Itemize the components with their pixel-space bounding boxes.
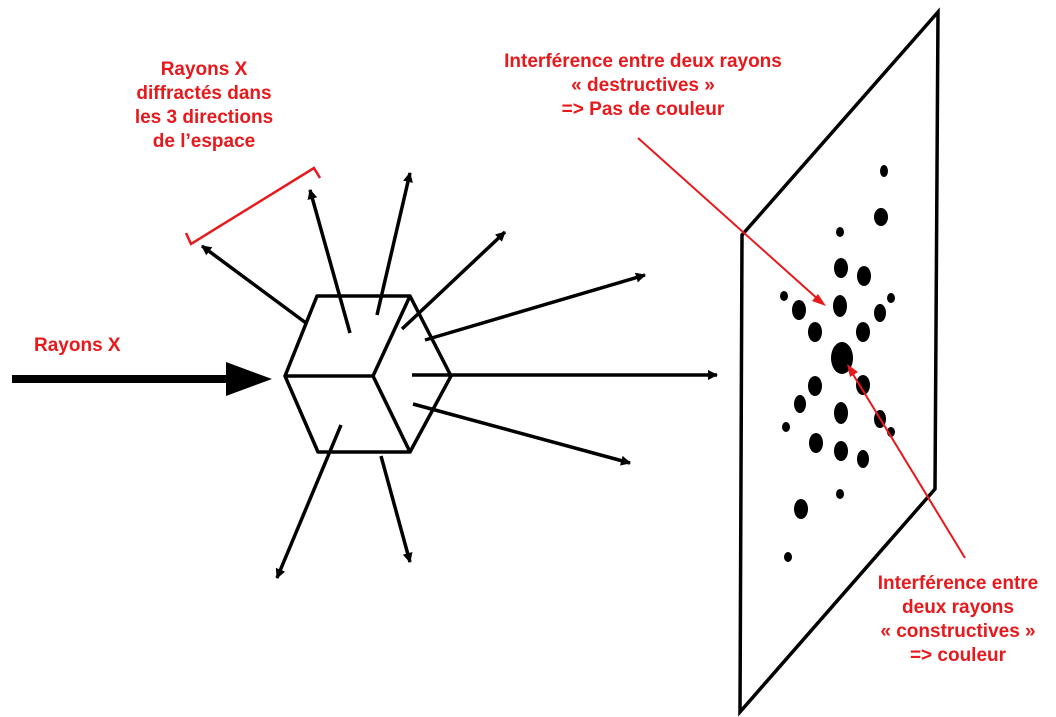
diffracted-ray bbox=[202, 246, 306, 323]
diffraction-spot bbox=[794, 395, 806, 413]
diffraction-spot bbox=[874, 304, 886, 322]
diffracted-ray bbox=[413, 404, 630, 463]
incident-rays-label: Rayons X bbox=[34, 334, 121, 358]
constructive-interference-label: Interférence entre deux rayons « constru… bbox=[860, 572, 1056, 668]
diffraction-spot bbox=[887, 293, 895, 303]
diffraction-spot bbox=[780, 291, 788, 301]
diffraction-spot bbox=[874, 208, 888, 226]
diffraction-spot bbox=[782, 422, 790, 432]
diffraction-spot bbox=[808, 322, 822, 342]
diffraction-spot bbox=[808, 376, 822, 396]
diffracted-ray bbox=[277, 425, 341, 578]
diffracted-ray bbox=[377, 173, 410, 315]
diffraction-spot bbox=[856, 322, 870, 342]
diffracted-ray bbox=[310, 190, 350, 333]
destructive-interference-label: Interférence entre deux rayons « destruc… bbox=[478, 50, 808, 122]
diffraction-spot bbox=[836, 227, 844, 237]
diffraction-spot bbox=[857, 266, 871, 286]
diffraction-spot bbox=[833, 295, 847, 317]
diffracted-rays bbox=[202, 173, 717, 578]
diffraction-spot bbox=[857, 450, 869, 468]
diffraction-spot bbox=[880, 165, 888, 177]
incident-ray-arrow bbox=[12, 362, 272, 396]
diffracted-ray bbox=[425, 275, 645, 340]
diffracted-ray bbox=[381, 456, 410, 562]
diffracted-ray bbox=[402, 232, 505, 329]
diffraction-spot bbox=[834, 441, 848, 461]
diffracted-rays-bracket bbox=[186, 168, 320, 244]
diffracted-rays-label: Rayons X diffractés dans les 3 direction… bbox=[104, 58, 304, 154]
diffraction-spot bbox=[784, 552, 792, 562]
diffraction-spot bbox=[836, 489, 844, 499]
diffraction-spot bbox=[834, 258, 848, 278]
diffraction-spot bbox=[792, 300, 806, 320]
diffraction-spot bbox=[834, 402, 848, 424]
diffraction-spot bbox=[809, 433, 823, 453]
diffraction-spot bbox=[794, 499, 808, 519]
